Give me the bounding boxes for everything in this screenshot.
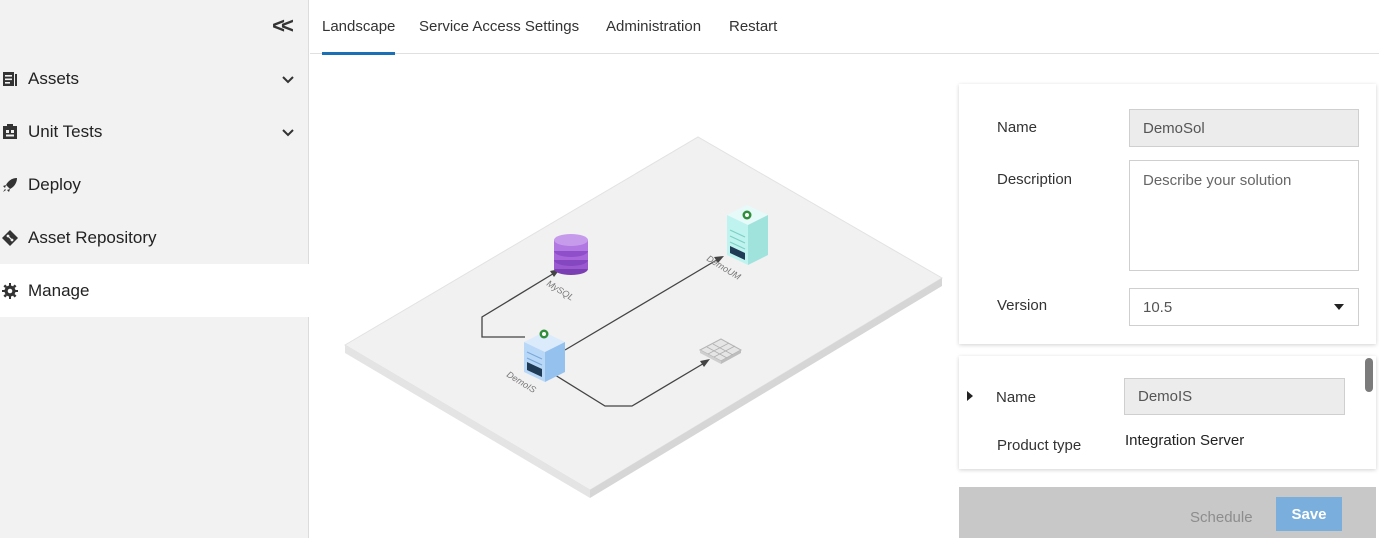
tab-restart[interactable]: Restart xyxy=(729,18,778,35)
assets-icon xyxy=(0,69,20,89)
sidebar-item-label: Deploy xyxy=(28,174,81,194)
sidebar-item-assets[interactable]: Assets xyxy=(0,52,309,105)
unit-tests-icon xyxy=(0,122,20,142)
connection-is-to-chip xyxy=(554,361,707,407)
solution-details-card: Name DemoSol Description Describe your s… xyxy=(959,84,1376,344)
solution-name-field[interactable]: DemoSol xyxy=(1129,109,1359,147)
sidebar-item-asset-repository[interactable]: Asset Repository xyxy=(0,211,309,264)
chevron-down-icon xyxy=(1334,304,1344,310)
product-type-value: Integration Server xyxy=(1125,432,1245,449)
database-icon xyxy=(554,234,588,275)
scrollbar-thumb[interactable] xyxy=(1365,358,1373,392)
sidebar-item-label: Asset Repository xyxy=(28,227,157,247)
tab-administration[interactable]: Administration xyxy=(606,18,702,35)
sidebar-item-label: Manage xyxy=(28,280,90,300)
git-icon xyxy=(0,228,20,248)
sidebar-item-deploy[interactable]: Deploy xyxy=(0,158,309,211)
connection-is-to-um xyxy=(564,257,721,351)
node-name-label: Name xyxy=(996,389,1037,406)
name-label: Name xyxy=(997,119,1038,136)
node-name-field[interactable]: DemoIS xyxy=(1124,378,1345,415)
action-bar: Schedule Save xyxy=(959,487,1376,538)
schedule-button[interactable]: Schedule xyxy=(1190,509,1253,526)
chip-icon xyxy=(698,338,743,364)
chevron-down-icon[interactable] xyxy=(280,124,296,140)
product-type-label: Product type xyxy=(997,437,1082,454)
node-mysql[interactable]: MySQL xyxy=(545,234,588,303)
rocket-icon xyxy=(0,175,20,195)
landscape-platform xyxy=(344,136,943,498)
node-demois[interactable]: DemoIS xyxy=(505,329,565,395)
gear-icon xyxy=(0,281,20,301)
version-value: 10.5 xyxy=(1143,298,1173,316)
description-textarea[interactable]: Describe your solution xyxy=(1129,160,1359,271)
description-label: Description xyxy=(997,171,1073,188)
server-icon xyxy=(727,205,768,265)
node-details-card: Name DemoIS Product type Integration Ser… xyxy=(959,356,1376,469)
landscape-canvas: MySQL DemoUM xyxy=(320,60,950,538)
version-label: Version xyxy=(997,297,1048,314)
sidebar-item-label: Assets xyxy=(28,68,80,88)
node-chip[interactable] xyxy=(698,338,743,364)
tab-service-access-settings[interactable]: Service Access Settings xyxy=(419,18,580,35)
server-icon xyxy=(524,329,565,382)
sidebar-item-label: Unit Tests xyxy=(28,121,103,141)
sidebar-item-manage[interactable]: Manage xyxy=(0,264,309,317)
save-button[interactable]: Save xyxy=(1276,497,1342,531)
chevron-down-icon[interactable] xyxy=(280,71,296,87)
tab-landscape[interactable]: Landscape xyxy=(322,0,396,55)
tab-bar: Landscape Service Access Settings Admini… xyxy=(310,0,1379,55)
sidebar: << Assets Unit Tests Deploy Ass xyxy=(0,0,309,538)
version-select[interactable]: 10.5 xyxy=(1129,288,1359,326)
connection-is-to-db xyxy=(481,271,557,338)
sidebar-item-unit-tests[interactable]: Unit Tests xyxy=(0,105,309,158)
collapse-sidebar-icon[interactable]: << xyxy=(272,13,294,38)
expand-triangle-icon[interactable] xyxy=(967,391,973,401)
